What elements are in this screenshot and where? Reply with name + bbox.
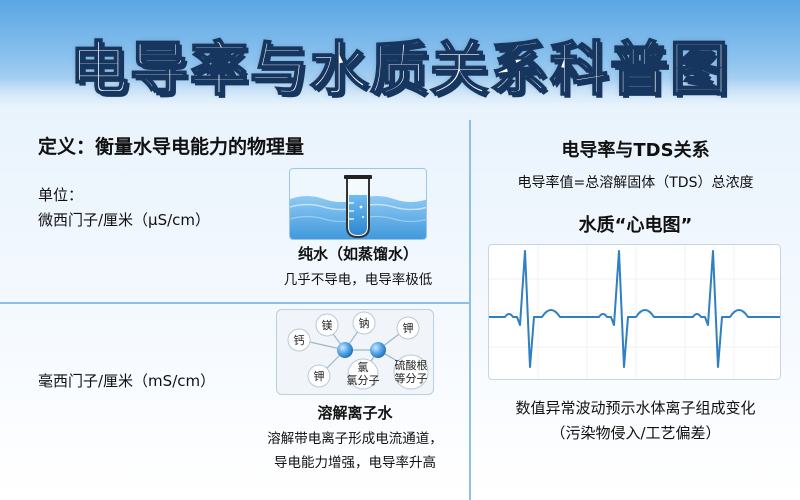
ion-diagram: 钙 镁 钠 钾 钾 氯 氯分子 硫酸根 等分子 [276,309,434,395]
ion-chloride-label-1: 氯 [358,360,369,374]
ion-chloride-label-2: 氯分子 [347,373,380,387]
pure-water-title: 纯水（如蒸馏水） [297,245,418,263]
ion-water-description-2: 导电能力增强，电导率升高 [274,455,436,471]
ion-chloride: 氯 氯分子 [347,358,380,390]
ecg-description-2: （污染物侵入/工艺偏差） [550,424,721,442]
page-title: 电导率与水质关系科普图 [69,34,730,104]
ion-magnesium-label: 镁 [322,318,333,332]
unit-label: 单位： [38,186,84,204]
ecg-waveform [489,245,780,379]
vertical-divider [469,120,471,500]
ion-sulfate: 硫酸根 等分子 [393,354,429,390]
ecg-line [489,250,780,368]
ion-calcium: 钙 [287,328,311,352]
definition-text: 定义：衡量水导电能力的物理量 [38,136,305,158]
test-tube-illustration [289,168,427,240]
ecg-chart [488,244,781,380]
unit-millisiemens: 毫西门子/厘米（mS/cm） [38,372,216,390]
ion-sodium: 钠 [352,311,376,335]
water-ecg-title: 水质“心电图” [578,215,693,236]
tds-relation-title: 电导率与TDS关系 [561,140,710,161]
ion-water-title: 溶解离子水 [317,404,393,422]
horizontal-divider [0,302,469,304]
ecg-description-1: 数值异常波动预示水体离子组成变化 [515,399,756,417]
header-banner [0,0,800,108]
ion-calcium-label: 钙 [294,333,305,347]
ion-sphere-left [337,342,353,358]
ion-sodium-label: 钠 [359,316,370,330]
ion-potassium-top: 钾 [396,316,420,340]
ion-sphere-right [370,342,386,358]
ion-potassium-top-label: 钾 [403,321,414,335]
test-tube-icon [290,169,426,239]
ion-sulfate-label-1: 硫酸根 [395,358,428,372]
ion-potassium-bottom-label: 钾 [314,369,325,383]
ion-magnesium: 镁 [315,313,339,337]
ion-sulfate-label-2: 等分子 [395,371,428,385]
tds-relation-description: 电导率值=总溶解固体（TDS）总浓度 [517,175,754,191]
ion-water-description-1: 溶解带电离子形成电流通道， [267,431,443,447]
ion-network: 钙 镁 钠 钾 钾 氯 氯分子 硫酸根 等分子 [287,311,429,390]
unit-microsiemens: 微西门子/厘米（μS/cm） [38,211,211,229]
pure-water-description: 几乎不导电，电导率极低 [283,272,433,288]
ion-potassium-bottom: 钾 [307,364,331,388]
